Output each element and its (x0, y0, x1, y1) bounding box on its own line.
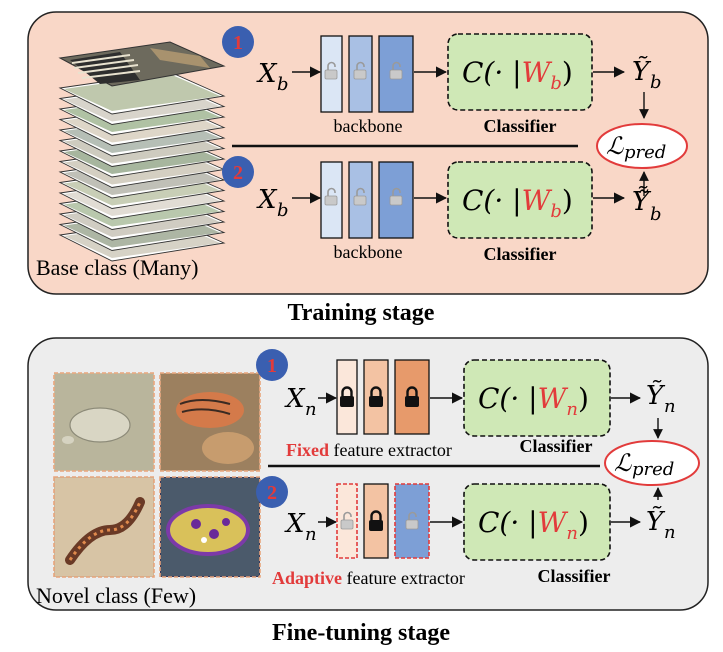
finetune-step-2-badge: 2 (256, 476, 288, 508)
sea-slug-photo (159, 476, 261, 578)
training-row2-input: X b (256, 185, 289, 221)
finetune-row2-input: X n (284, 509, 317, 545)
training-stage-caption: Training stage (288, 300, 435, 326)
finetune-row1-extractor-label: Fixed feature extractor (286, 440, 452, 460)
svg-text:X: X (284, 384, 306, 414)
finetune-row1-classifier-label: Classifier (520, 436, 593, 456)
novel-class-label: Novel class (Few) (36, 583, 196, 608)
svg-text:Ỹ̃: Ỹ̃ (632, 185, 652, 217)
svg-text:b: b (277, 200, 289, 221)
training-row1-backbone (320, 35, 414, 113)
turtle-photo (53, 372, 155, 472)
svg-text:ℒ: ℒ (614, 449, 632, 477)
training-row2-classifier-label: Classifier (484, 244, 557, 264)
svg-text:C(· |Wb): C(· |Wb) (462, 56, 573, 94)
svg-text:b: b (650, 72, 662, 93)
svg-text:pred: pred (632, 459, 674, 480)
finetune-row1-output: Ỹ n (646, 379, 676, 417)
svg-text:X: X (284, 509, 306, 539)
finetune-row2-classifier: C(· |Wn) (463, 483, 611, 561)
svg-text:2: 2 (267, 482, 277, 504)
finetune-row2-extractor (336, 483, 430, 559)
svg-text:2: 2 (233, 162, 243, 184)
finetune-row2-extractor-label: Adaptive feature extractor (272, 568, 465, 588)
svg-text:n: n (305, 524, 317, 545)
training-loss: ℒ pred (596, 123, 688, 169)
training-row1-classifier-label: Classifier (484, 116, 557, 136)
svg-text:1: 1 (267, 355, 277, 377)
training-step-2-badge: 2 (222, 156, 254, 188)
svg-text:C(· |Wb): C(· |Wb) (462, 184, 573, 222)
training-row2-classifier: C(· |Wb) (447, 161, 593, 239)
svg-text:Ỹ: Ỹ (646, 379, 666, 411)
finetune-row2-output: Ỹ n (646, 505, 676, 543)
svg-text:Ỹ: Ỹ (632, 55, 652, 87)
finetune-row1-extractor (336, 359, 430, 435)
training-row2-backbone-label: backbone (334, 242, 403, 262)
finetune-stage-caption: Fine-tuning stage (272, 620, 450, 646)
svg-text:Ỹ: Ỹ (646, 505, 666, 537)
svg-text:1: 1 (233, 32, 243, 54)
svg-text:pred: pred (624, 142, 666, 163)
svg-text:n: n (664, 396, 676, 417)
training-step-1-badge: 1 (222, 26, 254, 58)
finetune-row2-classifier-label: Classifier (538, 566, 611, 586)
svg-text:b: b (650, 204, 662, 225)
svg-text:X: X (256, 185, 278, 215)
finetune-row1-input: X n (284, 384, 317, 420)
training-row1-classifier: C(· |Wb) (447, 33, 593, 111)
svg-text:ℒ: ℒ (606, 132, 624, 160)
svg-text:n: n (664, 522, 676, 543)
novel-class-photos (53, 372, 261, 578)
training-row1-backbone-label: backbone (334, 116, 403, 136)
training-row1-input: X b (256, 59, 289, 95)
finetune-row1-classifier: C(· |Wn) (463, 359, 611, 437)
training-row1-output: Ỹ b (632, 55, 662, 93)
base-class-image-stack (58, 41, 226, 262)
finetune-loss: ℒ pred (604, 440, 700, 486)
finetune-step-1-badge: 1 (256, 349, 288, 381)
svg-text:C(· |Wn): C(· |Wn) (478, 506, 589, 544)
gecko-photo (53, 476, 155, 578)
top-image (58, 41, 226, 87)
image-sheet-photo (64, 74, 220, 111)
training-row2-output: Ỹ̃ b (632, 185, 662, 225)
base-class-label: Base class (Many) (36, 255, 199, 280)
svg-text:n: n (305, 399, 317, 420)
svg-text:b: b (277, 74, 289, 95)
svg-text:X: X (256, 59, 278, 89)
svg-text:C(· |Wn): C(· |Wn) (478, 382, 589, 420)
lizard-photo (159, 372, 261, 472)
training-row2-backbone (320, 161, 414, 239)
